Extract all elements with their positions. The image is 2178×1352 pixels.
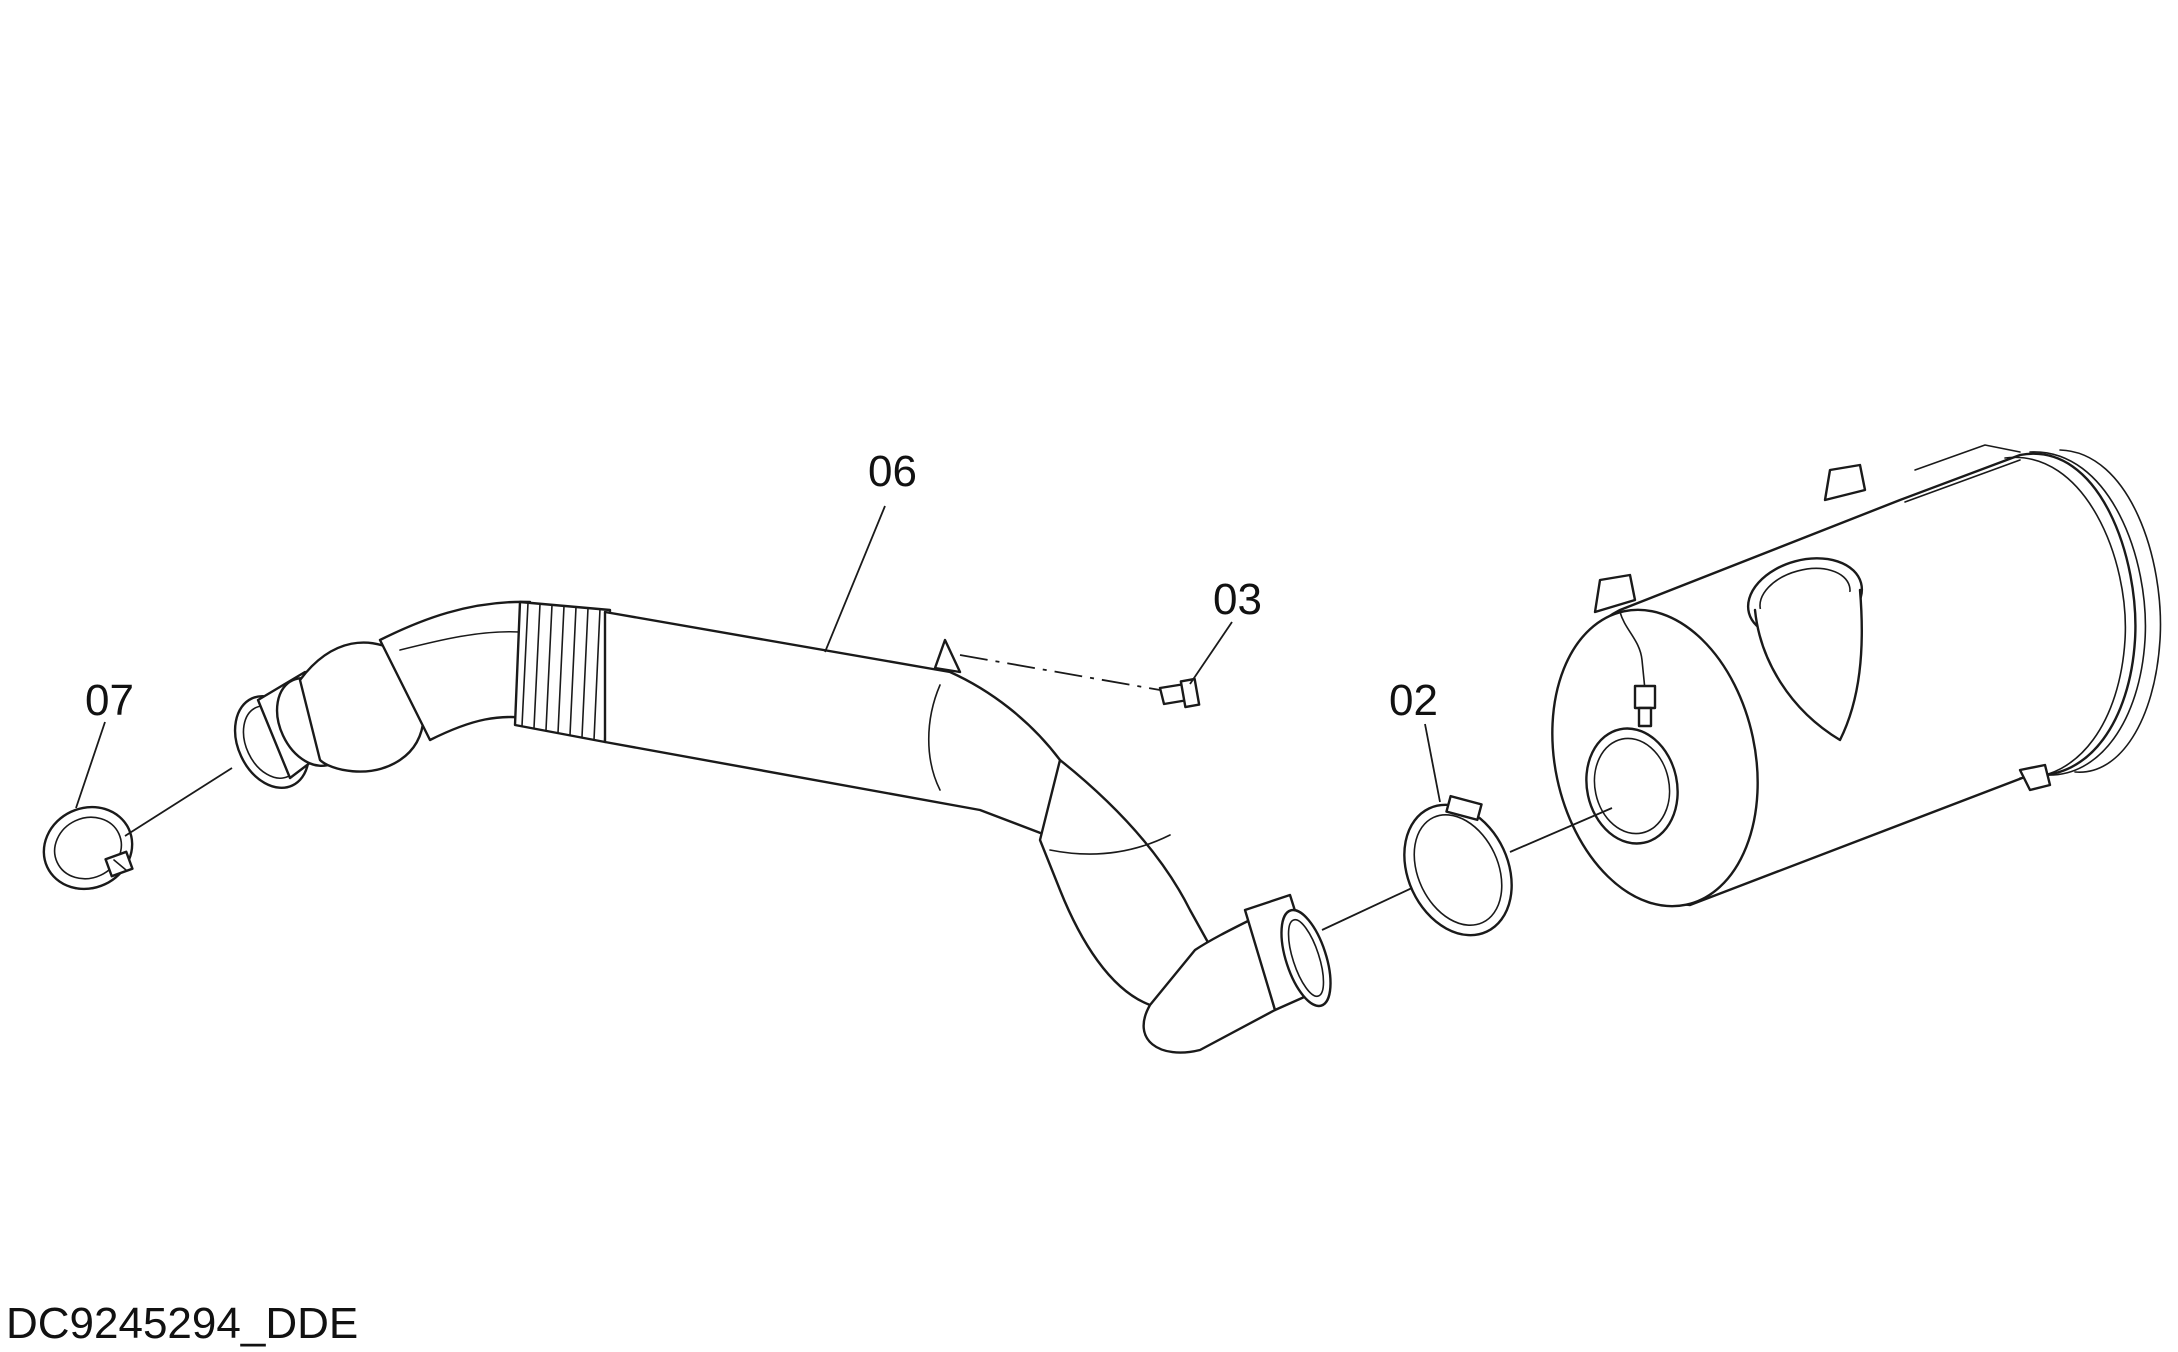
callout-06: 06 (868, 447, 917, 496)
callout-07: 07 (85, 676, 134, 725)
drawing-code-label: DC9245294_DDE (6, 1299, 359, 1348)
hose-clamp-part-07[interactable] (30, 793, 145, 904)
hose-clamp-part-02[interactable] (1384, 787, 1532, 953)
bellows-ribs (521, 602, 601, 741)
callout-leaders (75, 505, 1441, 809)
intake-hose-part-06[interactable] (221, 600, 1341, 1054)
air-filter-housing[interactable] (1526, 444, 2162, 926)
screw-part-03[interactable] (1158, 677, 1201, 709)
assembly-lines (124, 654, 1613, 931)
callout-03: 03 (1213, 575, 1262, 624)
callout-02: 02 (1389, 676, 1438, 725)
